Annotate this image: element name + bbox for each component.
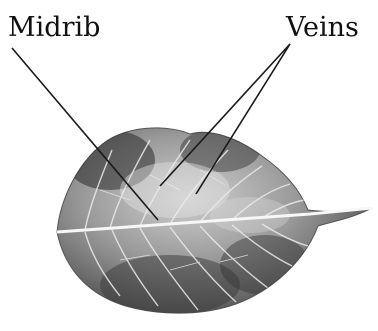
midrib-label: Midrib xyxy=(8,14,100,41)
veins-label: Veins xyxy=(286,14,359,41)
